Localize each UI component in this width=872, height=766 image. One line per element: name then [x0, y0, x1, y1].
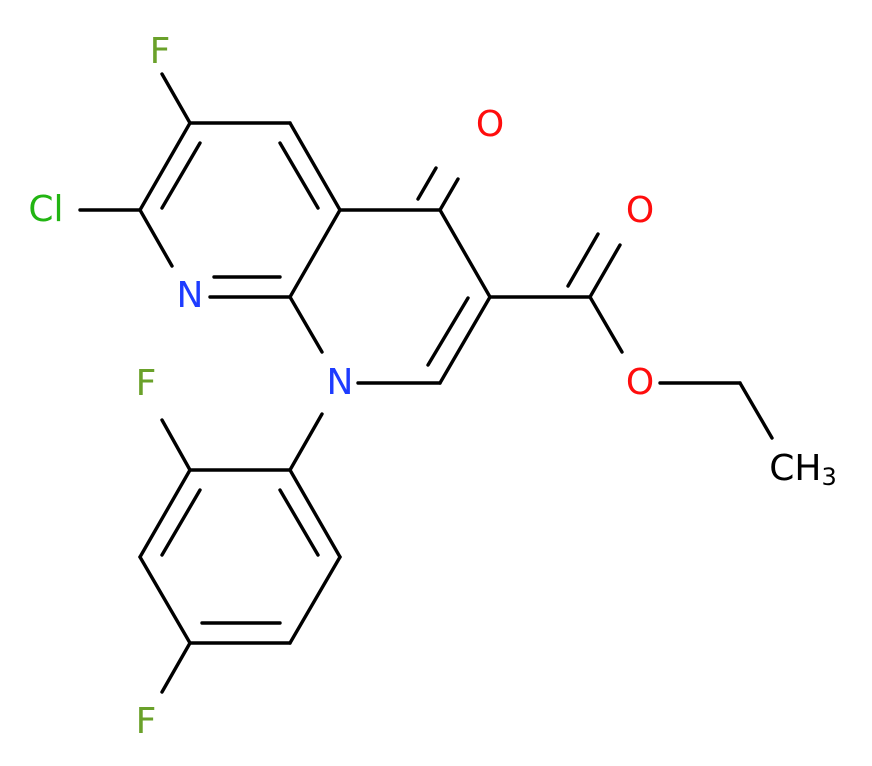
bond-c6-c7: [138, 121, 192, 212]
bond-c6-f: [160, 72, 192, 125]
bond-c3prime-c4prime: [138, 555, 192, 645]
bond-ccarboxyl-o: [588, 243, 622, 299]
bond-c6-c7-inner: [160, 141, 202, 210]
bond-ccarboxyl-o-inner: [566, 232, 600, 288]
bond-c4prime-f: [160, 641, 192, 694]
chlorine-atom-label: Cl: [28, 189, 63, 230]
bond-c3-c2-inner: [426, 296, 470, 367]
bond-n1-c1prime: [288, 412, 324, 472]
bond-c4-o-inner: [416, 166, 438, 201]
ester-oxygen-atom-label: O: [626, 362, 654, 403]
bond-ccarboxyl-oester: [588, 295, 624, 354]
bond-c6prime-c1prime-inner: [278, 488, 320, 557]
methyl-ch-text: CH: [769, 448, 821, 489]
bond-c4-o: [438, 177, 460, 212]
methyl-subscript: 3: [821, 463, 836, 491]
bond-c7-n8: [138, 208, 174, 268]
bond-ch2-ch3: [738, 381, 774, 440]
bond-c2prime-f: [160, 418, 192, 472]
bond-c5-c4a-inner: [278, 141, 320, 210]
n1-nitrogen-atom-label: N: [327, 362, 354, 403]
bond-c4a-c8a: [288, 208, 342, 299]
bond-c5-c4a: [288, 121, 342, 212]
para-fluorine-atom-label: F: [136, 701, 157, 742]
bond-c4-c3: [438, 208, 492, 299]
ortho-fluorine-atom-label: F: [136, 363, 157, 404]
carbonyl-oxygen-atom-label: O: [626, 190, 654, 231]
bond-c3-c2: [438, 295, 492, 385]
bond-c2prime-c3prime-inner: [160, 488, 202, 557]
ring-nitrogen-atom-label: N: [177, 275, 204, 316]
ketone-oxygen-atom-label: O: [476, 104, 504, 145]
atom-labels: F Cl N N O O O F F CH3: [28, 31, 836, 742]
bonds: [78, 72, 774, 694]
bond-c2prime-c3prime: [138, 468, 192, 559]
bond-c5prime-c6prime: [288, 555, 342, 645]
bond-c6prime-c1prime: [288, 468, 342, 559]
bond-c8a-n1: [288, 295, 324, 354]
methyl-group-label: CH3: [769, 448, 837, 491]
fluorine-atom-label: F: [150, 31, 171, 72]
